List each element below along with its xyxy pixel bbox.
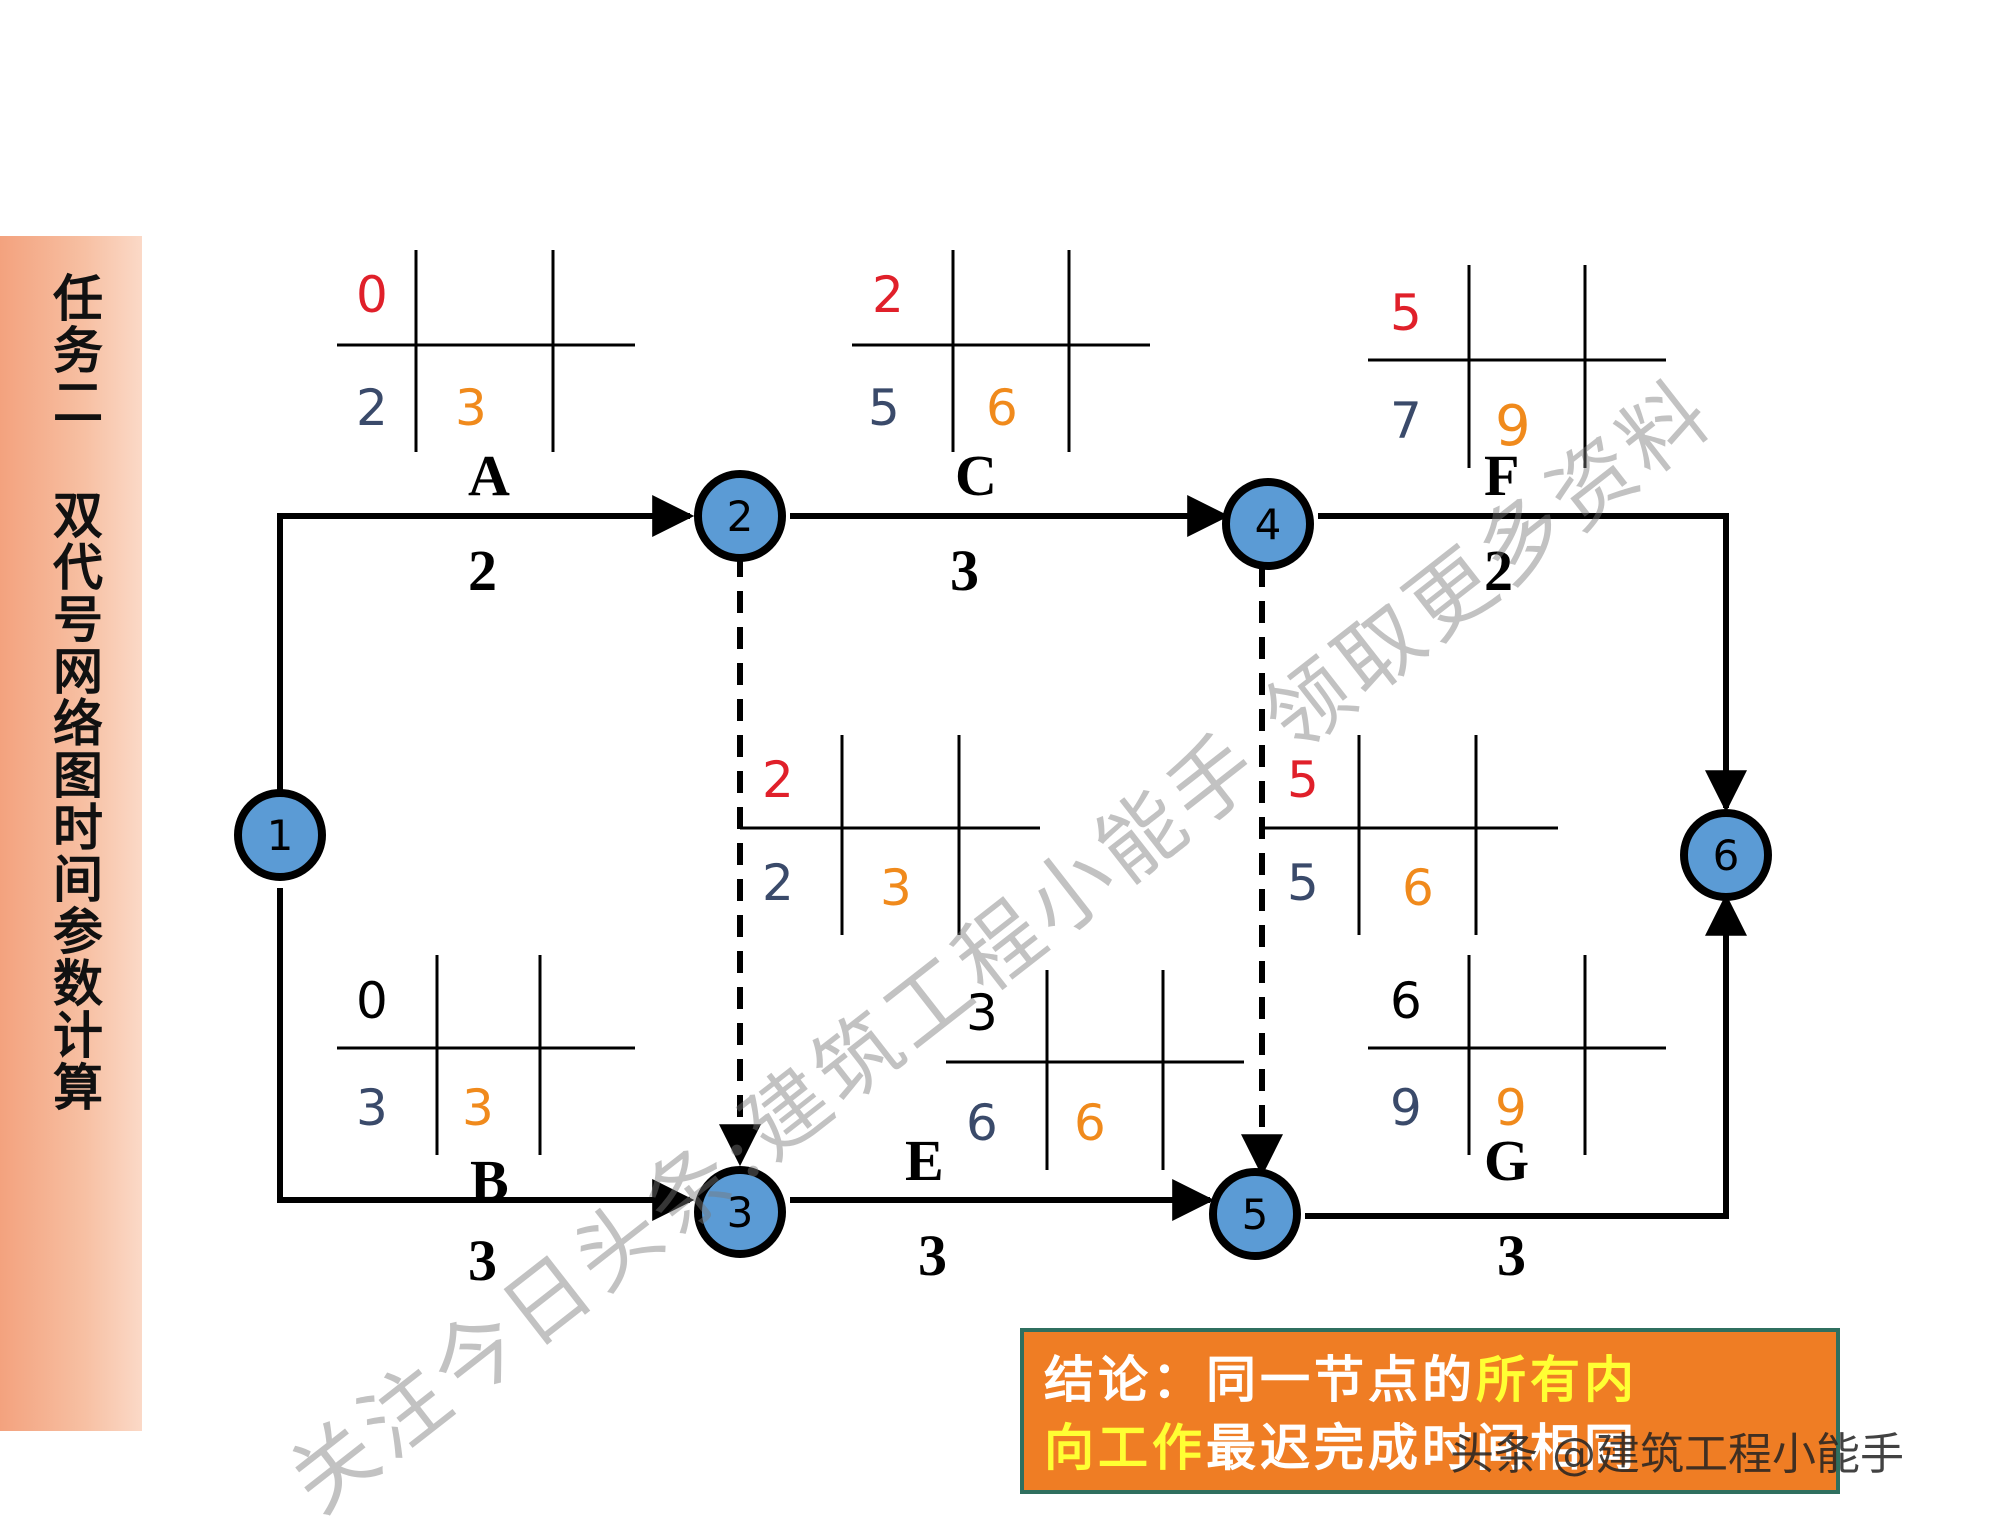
sidebar-panel: [0, 236, 142, 1431]
A-es: 0: [356, 266, 388, 324]
node-2: 2: [694, 470, 786, 562]
watermark-bottom: 头条 @建筑工程小能手: [1450, 1429, 1904, 1480]
A-duration: 2: [468, 538, 497, 603]
B-es: 0: [356, 972, 388, 1030]
node-5-label: 5: [1242, 1190, 1269, 1239]
G-ls: 9: [1390, 1079, 1422, 1137]
arrow-F: [1318, 513, 1747, 813]
grid-A: [337, 250, 635, 452]
C-duration: 3: [950, 538, 979, 603]
dummy-4-5-es: 5: [1287, 751, 1319, 809]
A-lf: 3: [455, 379, 487, 437]
conclusion-highlight-2: 向工作: [1044, 1418, 1206, 1477]
E-ls: 6: [966, 1094, 998, 1152]
node-4: 4: [1222, 478, 1314, 570]
dummy-4-5-lf: 6: [1402, 859, 1434, 917]
F-ls: 7: [1390, 392, 1422, 450]
grid-B: [337, 955, 635, 1155]
node-1: 1: [234, 789, 326, 881]
G-duration: 3: [1497, 1223, 1526, 1288]
node-1-label: 1: [267, 811, 294, 860]
B-lf: 3: [462, 1079, 494, 1137]
F-es: 5: [1390, 284, 1422, 342]
grid-E: [946, 970, 1244, 1170]
E-duration: 3: [918, 1223, 947, 1288]
node-4-label: 4: [1255, 500, 1282, 549]
G-es: 6: [1390, 972, 1422, 1030]
G-name: G: [1484, 1128, 1529, 1193]
B-duration: 3: [468, 1228, 497, 1293]
dummy-4-5-ls: 5: [1287, 854, 1319, 912]
E-es: 3: [966, 984, 998, 1042]
grid-F: [1368, 265, 1666, 468]
node-3-label: 3: [727, 1188, 754, 1237]
node-2-label: 2: [727, 492, 754, 541]
node-3: 3: [694, 1166, 786, 1258]
arrow-A: [277, 495, 695, 835]
E-lf: 6: [1074, 1094, 1106, 1152]
A-ls: 2: [356, 379, 388, 437]
grid-C: [852, 250, 1150, 452]
node-6: 6: [1680, 809, 1772, 901]
network-diagram: 0 2 3 2 5 6 5 7 9 2 2 3 5 5 6 0 3 3 3 6 …: [234, 250, 1772, 1293]
node-5: 5: [1209, 1168, 1301, 1260]
grid-dummy-2-3: [740, 735, 1040, 935]
conclusion-text-1: 结论：同一节点的: [1044, 1350, 1476, 1409]
grid-G: [1368, 955, 1666, 1155]
grid-dummy-4-5: [1260, 735, 1558, 935]
F-duration: 2: [1484, 538, 1513, 603]
conclusion-box: 结论：同一节点的所有内 向工作最迟完成时间相同: [1020, 1328, 1840, 1494]
arrow-G: [1305, 893, 1747, 1219]
C-es: 2: [872, 266, 904, 324]
conclusion-text-2: 最迟完成时间相同: [1206, 1418, 1638, 1477]
F-lf: 9: [1495, 394, 1531, 459]
C-name: C: [955, 443, 997, 508]
dummy-2-3-ls: 2: [762, 854, 794, 912]
arrows-layer: [277, 495, 1747, 1221]
arrow-B: [277, 888, 695, 1221]
C-lf: 6: [986, 379, 1018, 437]
A-name: A: [468, 443, 510, 508]
B-ls: 3: [356, 1079, 388, 1137]
C-ls: 5: [868, 379, 900, 437]
node-6-label: 6: [1713, 831, 1740, 880]
G-lf: 9: [1495, 1079, 1527, 1137]
sidebar-title: 任务二 双代号网络图时间参数计算: [45, 272, 104, 1113]
dummy-2-3-lf: 3: [880, 859, 912, 917]
E-name: E: [905, 1128, 944, 1193]
F-name: F: [1484, 443, 1519, 508]
conclusion-highlight-1: 所有内: [1476, 1350, 1638, 1409]
B-name: B: [470, 1148, 509, 1213]
dummy-2-3-es: 2: [762, 751, 794, 809]
